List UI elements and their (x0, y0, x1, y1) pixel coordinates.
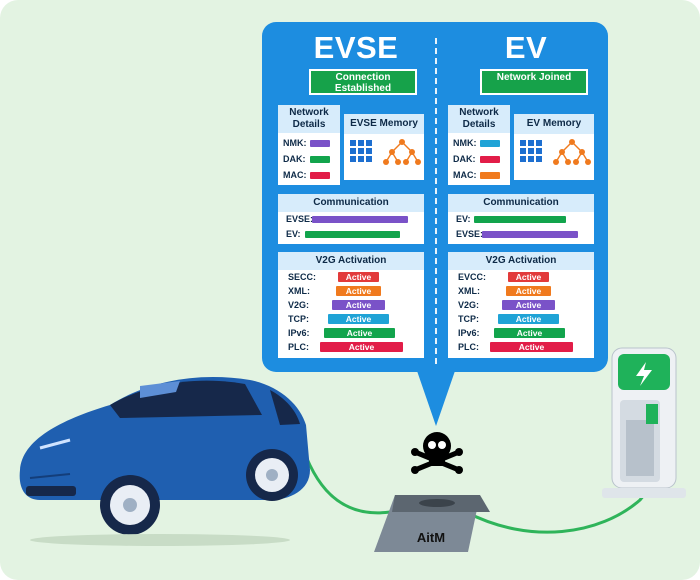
ev-protocol-5-label: IPv6: (458, 328, 480, 338)
ev-protocol-1-label: EVCC: (458, 272, 487, 282)
ev-network-details-card: Network Details NMK: DAK: MAC: (448, 105, 510, 185)
ev-comm-row-2-label: EVSE: (456, 229, 484, 239)
evse-v2g-card: V2G Activation SECC: Active XML: Active … (278, 252, 424, 358)
evse-protocol-4-status: Active (328, 314, 389, 324)
ev-communication-card: Communication EV: EVSE: (448, 194, 594, 244)
ev-network-details-header: Network Details (448, 105, 510, 133)
memory-icon (350, 139, 421, 165)
ev-dak-label: DAK: (453, 154, 476, 164)
evse-memory-header: EVSE Memory (344, 114, 424, 134)
evse-protocol-2-status: Active (336, 286, 381, 296)
evse-protocol-5-label: IPv6: (288, 328, 310, 338)
ev-protocol-6-status: Active (490, 342, 573, 352)
ev-title: EV (504, 30, 548, 65)
ev-protocol-2-status: Active (506, 286, 551, 296)
ev-status-badge: Network Joined (480, 69, 588, 95)
evse-mac-label: MAC: (283, 170, 307, 180)
evse-protocol-2-label: XML: (288, 286, 310, 296)
ev-protocol-3-status: Active (502, 300, 555, 310)
aitm-label: AitM (416, 530, 446, 545)
evse-protocol-3-status: Active (332, 300, 385, 310)
evse-protocol-1-label: SECC: (288, 272, 317, 282)
evse-protocol-6-status: Active (320, 342, 403, 352)
evse-comm-row-2-bar (305, 231, 400, 238)
car-cable (298, 439, 391, 515)
evse-comm-row-2-label: EV: (286, 229, 301, 239)
evse-title: EVSE (313, 30, 399, 65)
ev-protocol-3-label: V2G: (458, 300, 480, 310)
evse-nmk-key (310, 140, 330, 147)
ev-protocol-2-label: XML: (458, 286, 480, 296)
evse-communication-header: Communication (278, 194, 424, 212)
memory-icon (520, 139, 591, 165)
ev-protocol-4-status: Active (498, 314, 559, 324)
electric-car-icon (19, 377, 310, 546)
ev-protocol-1-status: Active (508, 272, 549, 282)
ev-dak-key (480, 156, 500, 163)
skull-crossbones-icon (411, 432, 463, 474)
ev-protocol-5-status: Active (494, 328, 565, 338)
evse-status-badge: Connection Established (309, 69, 417, 95)
evse-protocol-6-label: PLC: (288, 342, 309, 352)
ev-comm-row-1-label: EV: (456, 214, 471, 224)
info-bubble-pointer (416, 368, 456, 426)
ev-nmk-label: NMK: (453, 138, 477, 148)
evse-protocol-5-status: Active (324, 328, 395, 338)
ev-mac-label: MAC: (453, 170, 477, 180)
evse-comm-row-1-bar (312, 216, 408, 223)
evse-protocol-1-status: Active (338, 272, 379, 282)
column-divider (435, 38, 437, 364)
ev-memory-card: EV Memory (514, 114, 594, 180)
evse-v2g-header: V2G Activation (278, 252, 424, 270)
ev-v2g-card: V2G Activation EVCC: Active XML: Active … (448, 252, 594, 358)
evse-protocol-4-label: TCP: (288, 314, 309, 324)
evse-mac-key (310, 172, 330, 179)
ev-protocol-6-label: PLC: (458, 342, 479, 352)
evse-communication-card: Communication EVSE: EV: (278, 194, 424, 244)
evse-memory-card: EVSE Memory (344, 114, 424, 180)
evse-nmk-label: NMK: (283, 138, 307, 148)
evse-comm-row-1-label: EVSE: (286, 214, 314, 224)
ev-protocol-4-label: TCP: (458, 314, 479, 324)
evse-protocol-3-label: V2G: (288, 300, 310, 310)
evse-dak-key (310, 156, 330, 163)
ev-communication-header: Communication (448, 194, 594, 212)
ev-v2g-header: V2G Activation (448, 252, 594, 270)
charging-station-icon (602, 347, 686, 498)
charger-cable (465, 411, 664, 534)
evse-network-details-header: Network Details (278, 105, 340, 133)
ev-comm-row-1-bar (474, 216, 566, 223)
evse-network-details-card: Network Details NMK: DAK: MAC: (278, 105, 340, 185)
ev-mac-key (480, 172, 500, 179)
ev-memory-header: EV Memory (514, 114, 594, 134)
ev-comm-row-2-bar (482, 231, 578, 238)
ev-nmk-key (480, 140, 500, 147)
evse-dak-label: DAK: (283, 154, 306, 164)
